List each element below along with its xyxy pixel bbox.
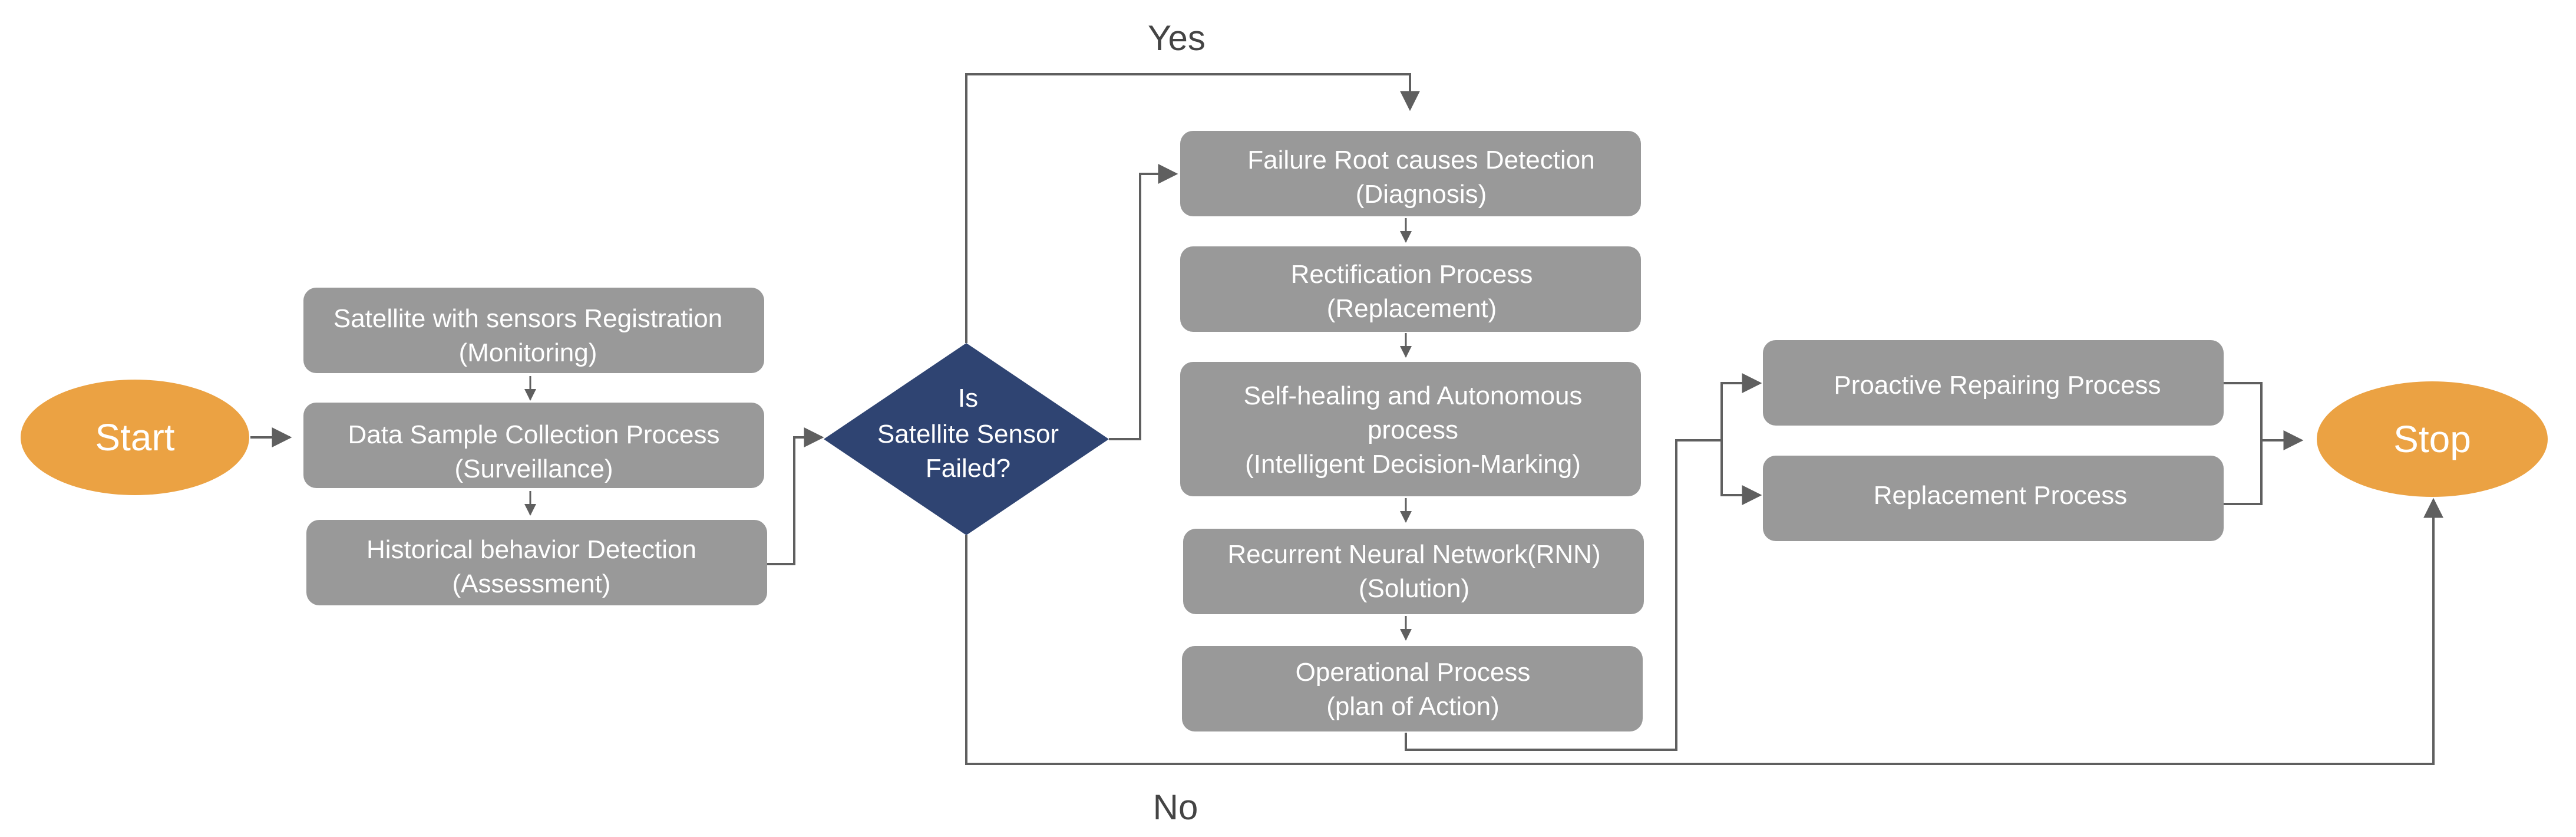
- registration-title: Satellite with sensors Registration: [333, 304, 722, 333]
- diagnosis-line-1: Failure Root causes Detection: [1247, 146, 1594, 174]
- stop-label: Stop: [2393, 418, 2471, 460]
- edge-historical-to-decision: [767, 427, 824, 565]
- start-ellipse: [21, 380, 249, 495]
- decision-diamond: [824, 343, 1109, 535]
- start-terminal: Start: [21, 380, 249, 495]
- operational-line-2: (plan of Action): [1326, 692, 1500, 721]
- operational-box: Operational Process (plan of Action): [1182, 646, 1643, 731]
- stop-terminal: Stop: [2317, 381, 2548, 497]
- middle-process-column: Failure Root causes Detection (Diagnosis…: [1180, 131, 1644, 731]
- proactive-repairing-label: Proactive Repairing Process: [1834, 371, 2161, 400]
- yes-branch-label: Yes: [1148, 18, 1206, 58]
- rnn-line-2: (Solution): [1359, 574, 1469, 603]
- operational-line-1: Operational Process: [1296, 658, 1531, 687]
- decision-node: Is Satellite Sensor Failed?: [824, 343, 1109, 535]
- rnn-box: Recurrent Neural Network(RNN) (Solution): [1183, 529, 1644, 614]
- right-process-column: Proactive Repairing Process Replacement …: [1763, 340, 2224, 541]
- edge-split-to-proactive: [1720, 373, 1762, 440]
- no-branch-label: No: [1153, 787, 1198, 827]
- rectification-line-1: Rectification Process: [1291, 260, 1533, 289]
- self-healing-line-3: (Intelligent Decision-Marking): [1245, 450, 1581, 479]
- historical-title: Historical behavior Detection: [366, 535, 696, 564]
- edge-replacement-join: [2223, 440, 2263, 505]
- edge-no-branch: [965, 497, 2443, 765]
- replacement-process-box: Replacement Process: [1763, 456, 2224, 541]
- start-label: Start: [95, 416, 174, 459]
- registration-process-box: Satellite with sensors Registration (Mon…: [303, 288, 764, 373]
- edge-decision-to-diagnosis: [1109, 164, 1178, 440]
- self-healing-line-2: process: [1368, 416, 1458, 444]
- left-process-column: Satellite with sensors Registration (Mon…: [303, 288, 767, 605]
- self-healing-box: Self-healing and Autonomous process (Int…: [1180, 362, 1641, 496]
- edge-proactive-join: [2223, 382, 2263, 440]
- diagnosis-line-2: (Diagnosis): [1356, 180, 1487, 209]
- self-healing-line-1: Self-healing and Autonomous: [1244, 381, 1583, 410]
- registration-subtitle: (Monitoring): [459, 338, 597, 367]
- collection-title: Data Sample Collection Process: [348, 420, 720, 449]
- decision-line-1: Is: [958, 384, 978, 413]
- rectification-line-2: (Replacement): [1327, 294, 1497, 323]
- rectification-box: Rectification Process (Replacement): [1180, 246, 1641, 332]
- proactive-repairing-box: Proactive Repairing Process: [1763, 340, 2224, 426]
- edge-operational-to-split: [1405, 439, 1722, 751]
- decision-line-3: Failed?: [926, 454, 1010, 483]
- collection-process-box: Data Sample Collection Process (Surveill…: [303, 403, 764, 488]
- diagnosis-box: Failure Root causes Detection (Diagnosis…: [1180, 131, 1641, 216]
- stop-ellipse: [2317, 381, 2548, 497]
- historical-subtitle: (Assessment): [453, 569, 611, 598]
- rnn-line-1: Recurrent Neural Network(RNN): [1227, 540, 1600, 569]
- decision-line-2: Satellite Sensor: [877, 420, 1059, 449]
- connectors: [250, 73, 2443, 765]
- edge-split-to-replacement: [1720, 440, 1762, 505]
- collection-subtitle: (Surveillance): [455, 454, 613, 483]
- replacement-process-label: Replacement Process: [1874, 481, 2127, 510]
- historical-detection-box: Historical behavior Detection (Assessmen…: [306, 520, 767, 605]
- edge-yes-branch: [965, 73, 1420, 343]
